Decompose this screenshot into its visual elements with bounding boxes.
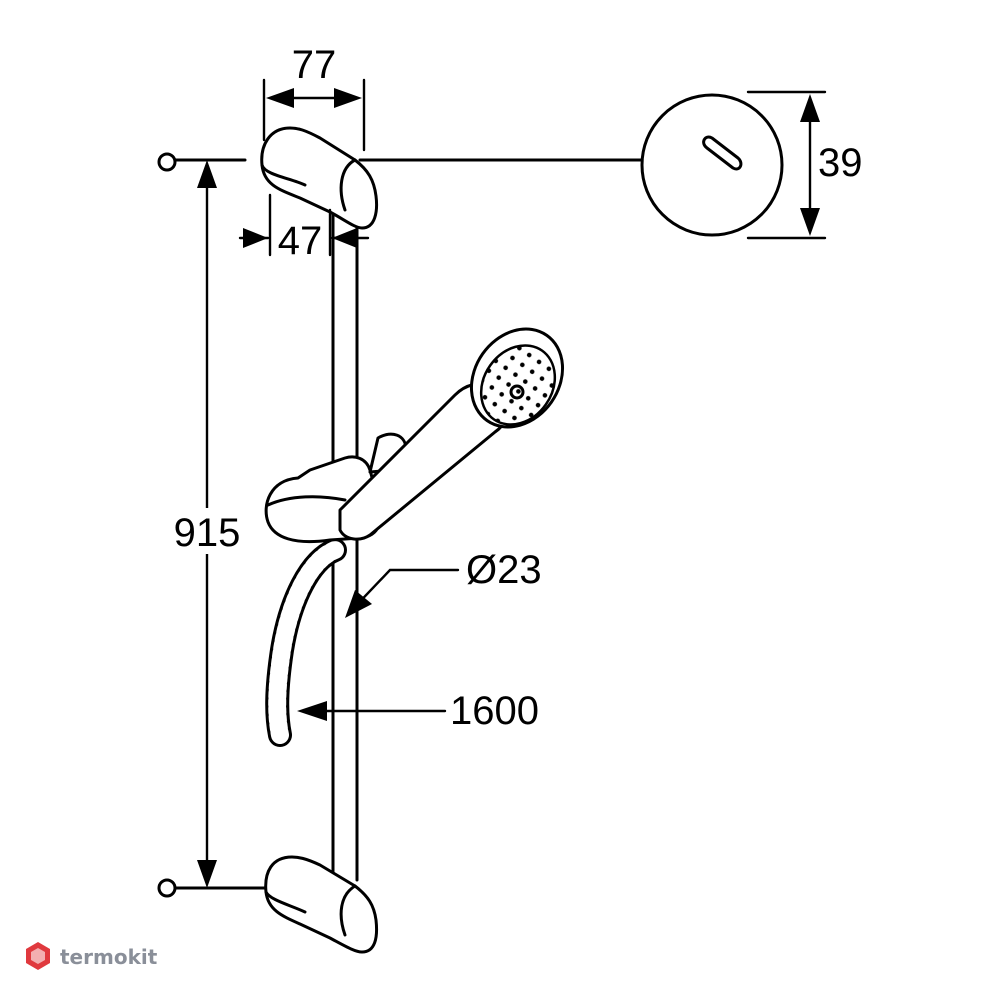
hose-length-leader — [297, 701, 447, 721]
cover-diameter-dimension — [746, 90, 827, 240]
hose-length-label: 1600 — [450, 689, 539, 733]
bracket-width-dimension — [262, 78, 366, 152]
hand-shower — [338, 327, 565, 541]
top-wall-bracket — [260, 126, 379, 230]
bracket-width-label: 77 — [292, 43, 337, 87]
termokit-watermark-text: termokit — [60, 945, 158, 969]
rail-length-dimension — [160, 160, 252, 888]
bracket-cover-disc — [640, 93, 784, 237]
bracket-depth-dimension — [238, 193, 370, 257]
bottom-wall-bracket — [264, 855, 379, 954]
top-wall-screw — [157, 152, 247, 172]
bottom-wall-screw — [157, 878, 270, 898]
cover-diameter-label: 39 — [818, 141, 863, 185]
termokit-logo — [26, 942, 50, 970]
rail-diameter-leader — [345, 568, 460, 618]
rail-length-label: 915 — [174, 511, 241, 555]
rail-diameter-label: Ø23 — [466, 548, 542, 592]
bracket-depth-label: 47 — [278, 219, 323, 263]
shower-hose — [265, 538, 347, 747]
